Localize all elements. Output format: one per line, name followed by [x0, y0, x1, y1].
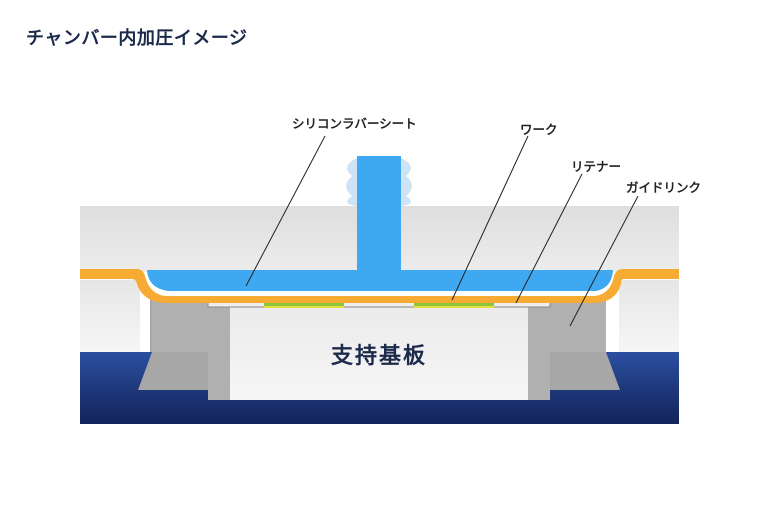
pressurized-gas	[147, 156, 613, 291]
label-work: ワーク	[520, 122, 558, 137]
silicone-sheet	[80, 269, 679, 303]
label-retainer: リテナー	[571, 159, 622, 174]
leader-retainer	[515, 173, 583, 304]
page-title: チャンバー内加圧イメージ	[26, 28, 248, 49]
guide-ring-shape	[138, 298, 208, 390]
lower-wall-left	[80, 280, 140, 352]
label-guide-ring: ガイドリンク	[626, 180, 702, 195]
label-silicone-sheet: シリコンラバーシート	[292, 116, 417, 131]
leader-silicone	[245, 135, 326, 287]
leader-work	[451, 135, 529, 301]
leader-guide	[569, 195, 639, 327]
lower-wall-right	[619, 280, 679, 352]
pipe-glow-left	[346, 158, 357, 206]
pipe-glow-right	[401, 158, 412, 206]
label-support-substrate: 支持基板	[330, 344, 427, 369]
support-substrate-block	[230, 307, 528, 400]
